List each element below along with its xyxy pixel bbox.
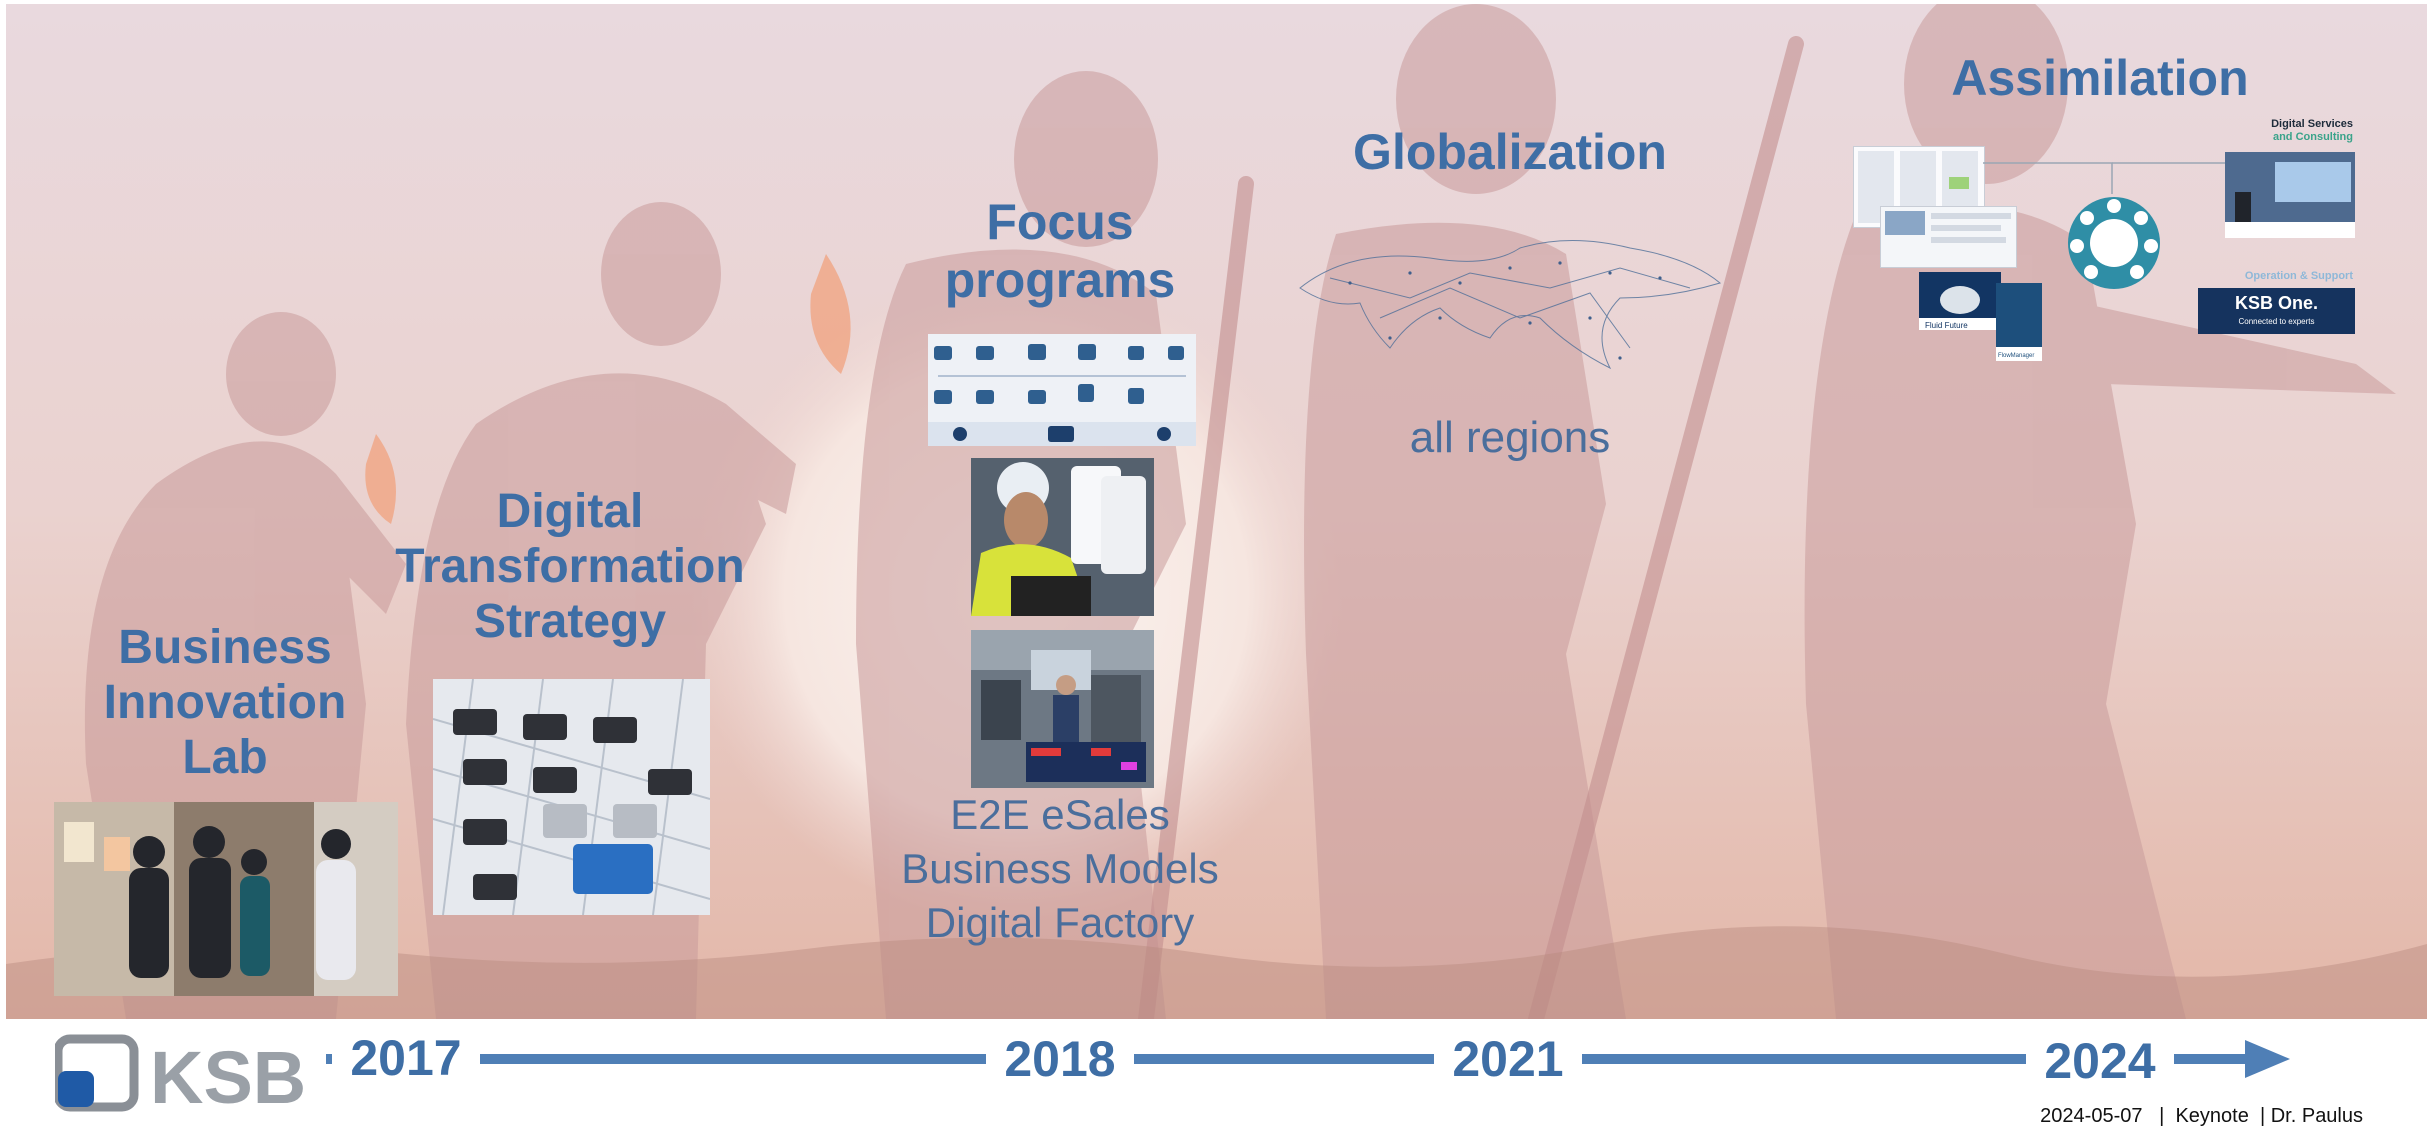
dashboard-thumbnail (1880, 206, 2017, 268)
year-2018: 2018 (986, 1022, 1134, 1096)
fluid-future-thumbnail: Fluid Future (1919, 272, 2001, 330)
focus-program-items: E2E eSales Business Models Digital Facto… (880, 788, 1240, 949)
ksb-logo: KSB (55, 1034, 306, 1119)
digital-transformation-chip-graphic (433, 679, 710, 915)
digital-transformation-strategy-heading: Digital Transformation Strategy (395, 485, 745, 649)
value-wheel-graphic (2068, 197, 2160, 289)
ksb-one-tagline: Connected to experts (2238, 317, 2315, 326)
all-regions-text: all regions (1409, 413, 1611, 462)
year-2024: 2024 (2026, 1024, 2174, 1098)
ksb-one-text: KSB One. (2234, 293, 2318, 313)
fluid-future-label: Fluid Future (1925, 321, 1968, 330)
connector-lines (1983, 162, 2225, 194)
team-meeting-photo (54, 802, 398, 996)
operation-support-label: Operation & Support (2244, 270, 2353, 282)
business-innovation-lab-heading: Business Innovation Lab (103, 621, 347, 785)
timeline-arrow (300, 1040, 2290, 1078)
flowmanager-thumbnail: FlowManager (1996, 283, 2042, 361)
assimilation-collage: Fluid Future FlowManager Digital Service… (1850, 118, 2360, 363)
evolution-background-illustration (6, 4, 2427, 1019)
focus-item-e2e-esales: E2E eSales (950, 791, 1170, 838)
logo-area: KSB (0, 1019, 326, 1128)
world-network-map-graphic (1299, 240, 1722, 370)
flowmanager-label: FlowManager (1998, 353, 2034, 359)
assimilation-heading: Assimilation (1951, 50, 2249, 106)
footer-date: 2024-05-07 (2040, 1105, 2143, 1127)
digital-services-label: Digital Services and Consulting (2271, 118, 2353, 144)
footer-speaker: Dr. Paulus (2270, 1105, 2363, 1127)
e2e-process-strip-graphic (928, 334, 1196, 446)
focus-item-business-models: Business Models (901, 844, 1219, 892)
slide-footer: 2024-05-07 | Keynote | Dr. Paulus (2040, 1105, 2363, 1127)
focus-item-digital-factory: Digital Factory (925, 898, 1195, 946)
digital-services-photo (2225, 152, 2355, 238)
year-2021: 2021 (1434, 1022, 1582, 1096)
technician-tablet-photo (971, 458, 1154, 616)
footer-event: Keynote (2175, 1105, 2249, 1127)
focus-programs-heading: Focus programs (944, 194, 1176, 308)
ksb-one-banner: KSB One. Connected to experts (2198, 288, 2355, 334)
globalization-heading: Globalization (1353, 124, 1667, 180)
ksb-logo-text: KSB (150, 1036, 306, 1119)
digital-factory-photo (971, 630, 1154, 788)
year-2017: 2017 (332, 1021, 480, 1095)
